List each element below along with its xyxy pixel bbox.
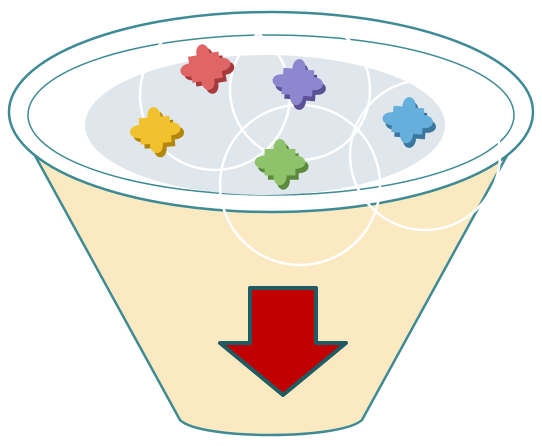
- funnel-illustration: [0, 0, 542, 447]
